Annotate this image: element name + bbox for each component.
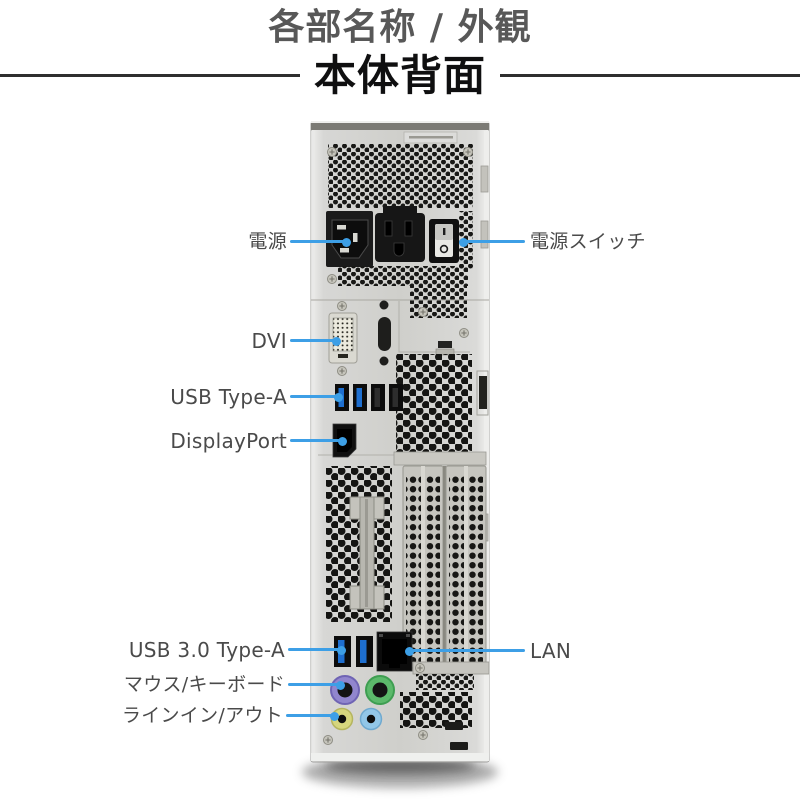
label-line-in-out: ラインイン/アウト — [121, 704, 283, 727]
label-usb-type-a: USB Type-A — [170, 387, 287, 407]
leader-line-displayport — [290, 439, 341, 442]
label-displayport-text: DisplayPort — [170, 429, 287, 453]
leader-dot-dvi — [332, 337, 341, 346]
leader-dot-lan — [405, 647, 414, 656]
label-power-switch-text: 電源スイッチ — [530, 230, 646, 253]
leader-dot-displayport — [338, 437, 347, 446]
leader-line-usb30-type-a — [288, 648, 342, 651]
leader-line-dvi — [290, 339, 335, 342]
leader-dot-power — [342, 238, 351, 247]
lan-port — [376, 631, 413, 672]
label-line-in-out-text: ラインイン/アウト — [121, 704, 283, 727]
label-lan: LAN — [530, 641, 571, 661]
page-title: 各部名称 / 外観 — [268, 7, 532, 48]
label-dvi-text: DVI — [251, 329, 287, 353]
leader-dot-usb-type-a — [334, 393, 343, 402]
leader-dot-usb30-type-a — [337, 646, 346, 655]
leader-line-mouse-keyboard — [288, 683, 339, 686]
label-usb30-type-a-text: USB 3.0 Type-A — [128, 638, 285, 662]
usb-type-a-ports — [335, 384, 403, 411]
label-dvi: DVI — [251, 331, 287, 351]
label-usb30-type-a: USB 3.0 Type-A — [129, 640, 285, 660]
label-power: 電源 — [248, 230, 287, 253]
leader-dot-mouse-keyboard — [336, 681, 345, 690]
leader-line-power — [290, 240, 346, 243]
power-switch — [429, 219, 459, 263]
leader-dot-line-in-out — [330, 712, 339, 721]
subtitle-row: 本体背面 — [0, 50, 800, 100]
label-power-switch: 電源スイッチ — [530, 230, 646, 253]
metal-bracket — [349, 496, 385, 610]
power-outlet-port — [375, 206, 425, 262]
subtitle-rule-right — [500, 74, 800, 78]
label-power-text: 電源 — [248, 230, 287, 253]
page-subtitle: 本体背面 — [314, 50, 487, 100]
io-plate — [318, 300, 472, 460]
punch-out-slot — [378, 300, 391, 366]
label-mouse-keyboard-text: マウス/キーボード — [123, 673, 285, 696]
label-lan-text: LAN — [530, 639, 572, 663]
label-mouse-keyboard: マウス/キーボード — [123, 673, 285, 696]
psu-vent — [328, 144, 473, 208]
leader-line-power-switch — [466, 240, 525, 243]
leader-line-usb-type-a — [290, 395, 337, 398]
leader-dot-power-switch — [459, 238, 468, 247]
leader-line-line-in-out — [286, 714, 333, 717]
psu-section — [311, 131, 489, 318]
subtitle-rule-left — [0, 74, 300, 78]
label-displayport: DisplayPort — [170, 431, 287, 451]
header: 各部名称 / 外観 本体背面 — [0, 8, 800, 97]
label-usb-type-a-text: USB Type-A — [170, 385, 287, 409]
leader-line-lan — [412, 649, 525, 652]
expansion-slot-covers — [393, 451, 487, 669]
mid-vent — [396, 354, 472, 460]
